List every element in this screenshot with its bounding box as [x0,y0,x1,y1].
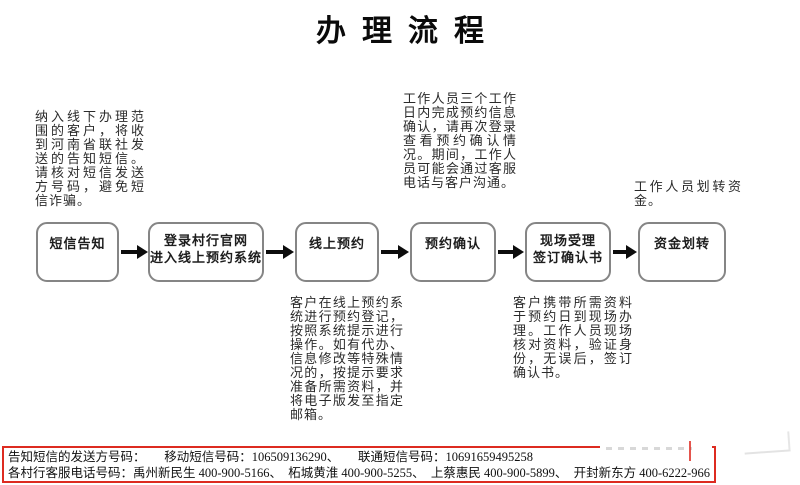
arrow-shaft [381,250,398,254]
arrow-head [283,245,294,259]
flow-arrow-icon [381,245,409,259]
flow-step-onsite-accept: 现场受理 签订确认书 [525,222,611,282]
arrow-shaft [498,250,513,254]
flow-step-label: 签订确认书 [532,250,603,265]
arrow-shaft [266,250,283,254]
flow-step-label: 短信告知 [49,236,106,251]
sms-sender-numbers-line: 告知短信的发送方号码： 移动短信号码：106509136290、 联通短信号码：… [8,450,534,464]
flow-step-online-reservation: 线上预约 [295,222,379,282]
service-phone-numbers-line: 各村行客服电话号码：禹州新民生 400-900-5166、 柘城黄淮 400-9… [8,466,711,480]
scan-artifact-redline [689,441,691,461]
flow-step-label: 进入线上预约系统 [150,250,263,265]
contact-info-box: 告知短信的发送方号码： 移动短信号码：106509136290、 联通短信号码：… [2,446,716,483]
arrow-head [137,245,148,259]
flow-step-label: 登录村行官网 [163,233,248,248]
flow-step-label: 资金划转 [653,236,710,251]
arrow-shaft [613,250,626,254]
flow-arrow-icon [266,245,294,259]
note-fund-transfer: 工作人员划转资金。 [634,179,742,208]
watermark-artifact [606,447,692,450]
page-title: 办理流程 [316,15,500,48]
arrow-head [513,245,524,259]
flow-step-label: 预约确认 [424,236,481,251]
arrow-head [626,245,637,259]
flow-arrow-icon [121,245,148,259]
flow-step-reservation-confirm: 预约确认 [410,222,496,282]
watermark-artifact [600,440,712,450]
arrow-head [398,245,409,259]
flow-step-label: 现场受理 [539,233,596,248]
watermark-artifact [743,431,791,455]
arrow-shaft [121,250,137,254]
flow-step-label: 线上预约 [308,236,365,251]
flow-step-sms-notice: 短信告知 [36,222,119,282]
note-onsite-accept: 客户携带所需资料于预约日到现场办理。工作人员现场核对资料，验证身份，无误后，签订… [513,295,633,380]
flow-step-login-website: 登录村行官网 进入线上预约系统 [148,222,264,282]
flow-step-fund-transfer: 资金划转 [638,222,726,282]
flow-arrow-icon [498,245,524,259]
note-sms-notice: 纳入线下办理范围的客户，将收到河南省联社发送的告知短信。请核对短信发送方号码，避… [35,109,145,208]
flow-arrow-icon [613,245,637,259]
note-reservation-confirm: 工作人员三个工作日内完成预约信息确认，请再次登录查看预约确认情况。期间，工作人员… [403,91,517,190]
note-online-reservation: 客户在线上预约系统进行预约登记，按照系统提示进行操作。如有代办、信息修改等特殊情… [290,295,404,422]
